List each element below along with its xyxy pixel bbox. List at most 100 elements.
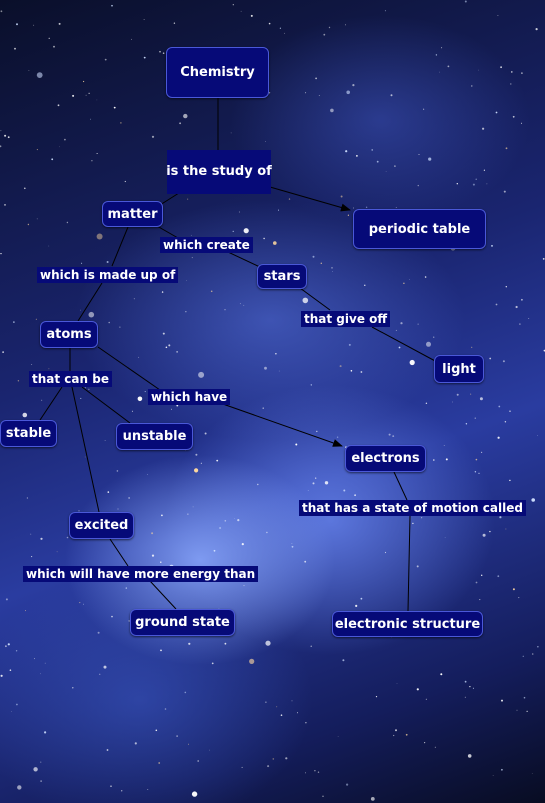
- star: [176, 735, 178, 737]
- star: [27, 223, 30, 226]
- star: [195, 453, 198, 456]
- star: [276, 706, 278, 708]
- star: [34, 658, 35, 660]
- star: [44, 662, 46, 664]
- star: [143, 56, 146, 59]
- star: [337, 736, 339, 737]
- star: [104, 58, 107, 61]
- star: [467, 754, 472, 758]
- star: [521, 122, 522, 124]
- concept-electrons: electrons: [345, 445, 426, 472]
- star: [489, 357, 492, 360]
- star: [502, 360, 505, 363]
- concept-matter: matter: [102, 201, 163, 227]
- star: [537, 435, 538, 437]
- star: [400, 322, 403, 325]
- star: [234, 518, 235, 519]
- star: [425, 698, 427, 700]
- star: [128, 497, 130, 499]
- star: [188, 743, 189, 745]
- star: [16, 23, 18, 26]
- star: [125, 587, 128, 589]
- star: [376, 160, 379, 163]
- star: [186, 280, 187, 281]
- star: [104, 440, 106, 441]
- star: [498, 405, 501, 408]
- star: [96, 153, 98, 154]
- star: [96, 99, 98, 101]
- star: [340, 195, 343, 198]
- star: [365, 206, 368, 208]
- star: [291, 545, 294, 548]
- star: [144, 391, 146, 393]
- star: [179, 122, 182, 125]
- star: [133, 298, 135, 300]
- star: [528, 318, 530, 319]
- star: [346, 783, 349, 786]
- star: [30, 533, 32, 535]
- link-studyof-periodic-table: [269, 186, 351, 212]
- star: [394, 165, 396, 168]
- star: [522, 655, 524, 657]
- star: [360, 371, 363, 373]
- star: [78, 510, 80, 512]
- star: [209, 749, 210, 751]
- star: [456, 393, 459, 396]
- star: [503, 190, 506, 193]
- star: [531, 498, 535, 502]
- star: [482, 533, 486, 537]
- star: [302, 297, 309, 304]
- star: [452, 401, 453, 403]
- star: [162, 52, 165, 54]
- star: [239, 303, 241, 305]
- star: [24, 187, 26, 190]
- star: [64, 138, 66, 141]
- star: [491, 245, 493, 247]
- star: [486, 183, 488, 185]
- star: [176, 404, 179, 407]
- star: [396, 683, 398, 684]
- link-canbe-excited: [71, 386, 100, 513]
- star: [84, 456, 86, 458]
- star: [324, 481, 329, 485]
- star: [521, 72, 523, 74]
- star: [390, 94, 393, 97]
- star: [224, 520, 227, 522]
- link-label-which-have: which have: [148, 389, 231, 405]
- star: [305, 722, 307, 724]
- star: [265, 701, 267, 703]
- star: [310, 384, 312, 386]
- star: [495, 303, 498, 306]
- star: [17, 785, 22, 790]
- star: [168, 344, 171, 347]
- concept-periodic-table: periodic table: [353, 209, 486, 249]
- star: [393, 734, 395, 737]
- star: [523, 696, 526, 699]
- concept-stable: stable: [0, 420, 57, 447]
- star: [28, 70, 30, 71]
- star: [360, 597, 363, 600]
- star: [171, 408, 172, 410]
- star: [350, 370, 353, 372]
- star: [263, 237, 265, 240]
- star: [464, 696, 466, 698]
- star: [110, 785, 112, 787]
- star: [147, 474, 148, 475]
- star: [310, 645, 312, 647]
- star: [526, 710, 528, 713]
- star: [59, 146, 60, 148]
- star: [151, 554, 155, 557]
- star: [111, 615, 113, 618]
- star: [108, 321, 110, 324]
- star: [304, 560, 307, 563]
- star: [72, 687, 74, 689]
- star: [470, 393, 472, 395]
- star: [56, 551, 58, 553]
- star: [497, 575, 500, 578]
- star: [464, 0, 467, 3]
- star: [312, 482, 315, 485]
- star: [188, 642, 191, 645]
- concept-chemistry: Chemistry: [166, 47, 269, 98]
- star: [472, 687, 474, 689]
- star: [25, 610, 26, 612]
